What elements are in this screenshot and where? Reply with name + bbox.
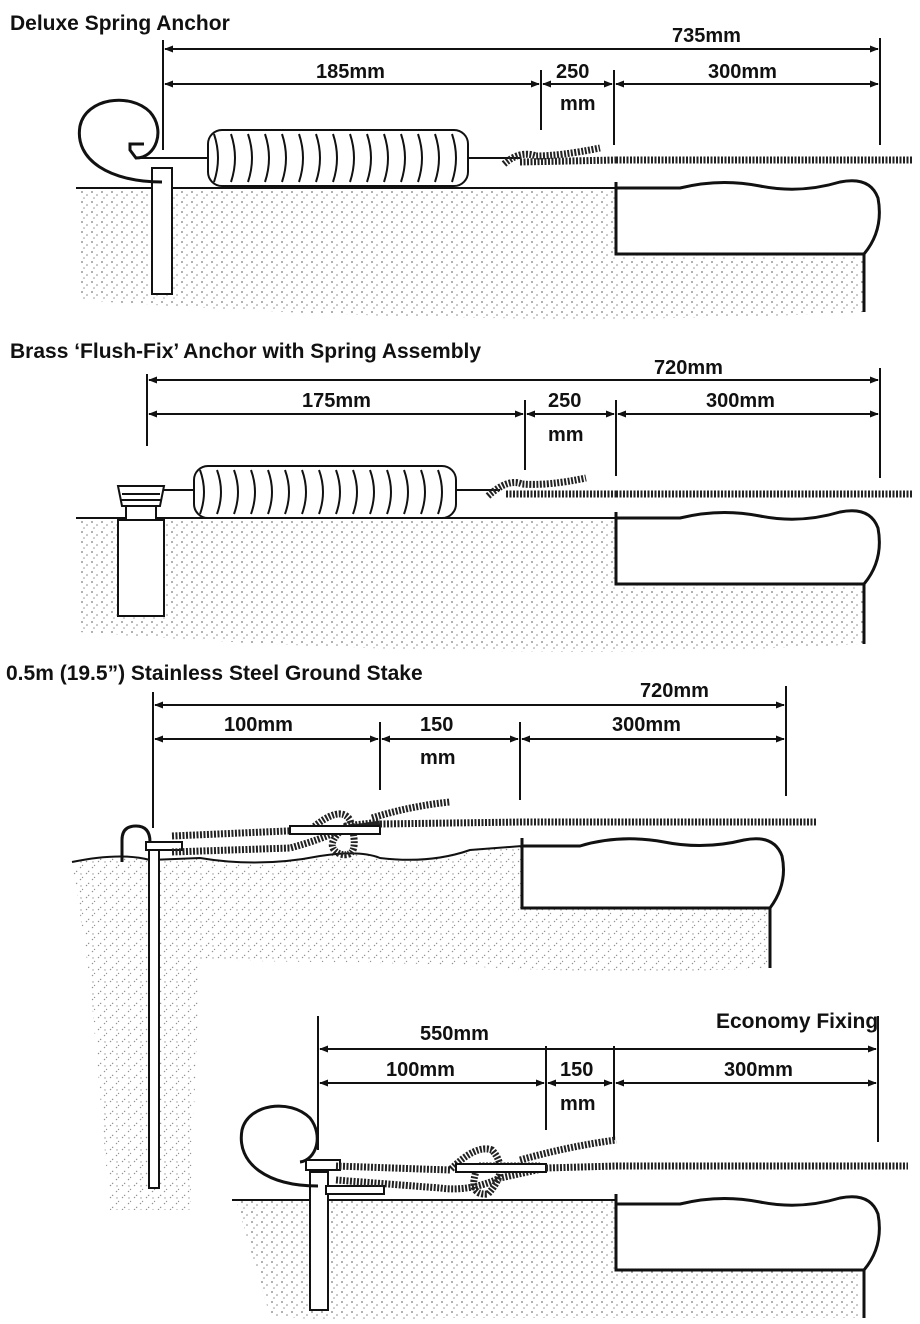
pool-wall	[614, 179, 881, 256]
segment-1-label: 175mm	[302, 390, 371, 412]
diagram-economy-fixing: Economy Fixing 550mm 100mm 150 mm 300mm	[232, 1010, 908, 1321]
diagram-brass-flush-fix: Brass ‘Flush-Fix’ Anchor with Spring Ass…	[10, 340, 912, 652]
segment-2-label: 150	[560, 1059, 593, 1081]
segment-2-unit-label: mm	[548, 424, 584, 446]
segment-1-label: 185mm	[316, 61, 385, 83]
bungee-rope	[519, 1136, 617, 1164]
bungee-rope	[501, 144, 601, 167]
segment-1-label: 100mm	[386, 1059, 455, 1081]
ground	[72, 846, 770, 1210]
pool-cover-edge	[545, 1162, 908, 1172]
total-length-label: 550mm	[420, 1023, 489, 1045]
diagram-title: Economy Fixing	[716, 1010, 878, 1033]
ground	[236, 1200, 860, 1321]
total-length-label: 720mm	[640, 680, 709, 702]
pool-wall	[614, 1194, 881, 1272]
diagram-title: Deluxe Spring Anchor	[10, 12, 230, 35]
spring-coil	[193, 465, 457, 519]
bungee-rope	[171, 810, 381, 859]
anchor-stake	[151, 167, 173, 295]
spring-coil	[207, 129, 469, 187]
bungee-rope	[519, 156, 617, 166]
segment-3-label: 300mm	[706, 390, 775, 412]
diagram-deluxe-spring-anchor: Deluxe Spring Anchor 735mm 185mm 250 mm …	[10, 12, 912, 319]
segment-3-label: 300mm	[612, 714, 681, 736]
bungee-rope	[335, 1164, 547, 1193]
segment-3-label: 300mm	[708, 61, 777, 83]
segment-2-unit-label: mm	[560, 1093, 596, 1115]
segment-3-label: 300mm	[724, 1059, 793, 1081]
rope-clip	[289, 825, 381, 835]
total-length-label: 735mm	[672, 25, 741, 47]
rope-clip	[455, 1163, 547, 1173]
pool-cover-edge	[379, 818, 816, 828]
pool-wall	[520, 837, 785, 910]
segment-2-label: 250	[548, 390, 581, 412]
segment-2-unit-label: mm	[420, 747, 456, 769]
diagram-title: Brass ‘Flush-Fix’ Anchor with Spring Ass…	[10, 340, 481, 363]
diagram-ground-stake: 0.5m (19.5”) Stainless Steel Ground Stak…	[6, 662, 816, 1210]
ground-stake	[120, 824, 183, 1189]
economy-stake	[239, 1104, 385, 1311]
bungee-rope	[370, 798, 451, 822]
segment-2-label: 150	[420, 714, 453, 736]
anchor-loop	[77, 98, 163, 184]
pool-wall	[614, 509, 881, 586]
segment-2-unit-label: mm	[560, 93, 596, 115]
ground-surface	[71, 845, 523, 864]
diagram-title: 0.5m (19.5”) Stainless Steel Ground Stak…	[6, 662, 423, 685]
segment-1-label: 100mm	[224, 714, 293, 736]
total-length-label: 720mm	[654, 357, 723, 379]
bungee-rope	[485, 474, 587, 499]
segment-2-label: 250	[556, 61, 589, 83]
brass-flush-fix-anchor	[116, 485, 166, 617]
